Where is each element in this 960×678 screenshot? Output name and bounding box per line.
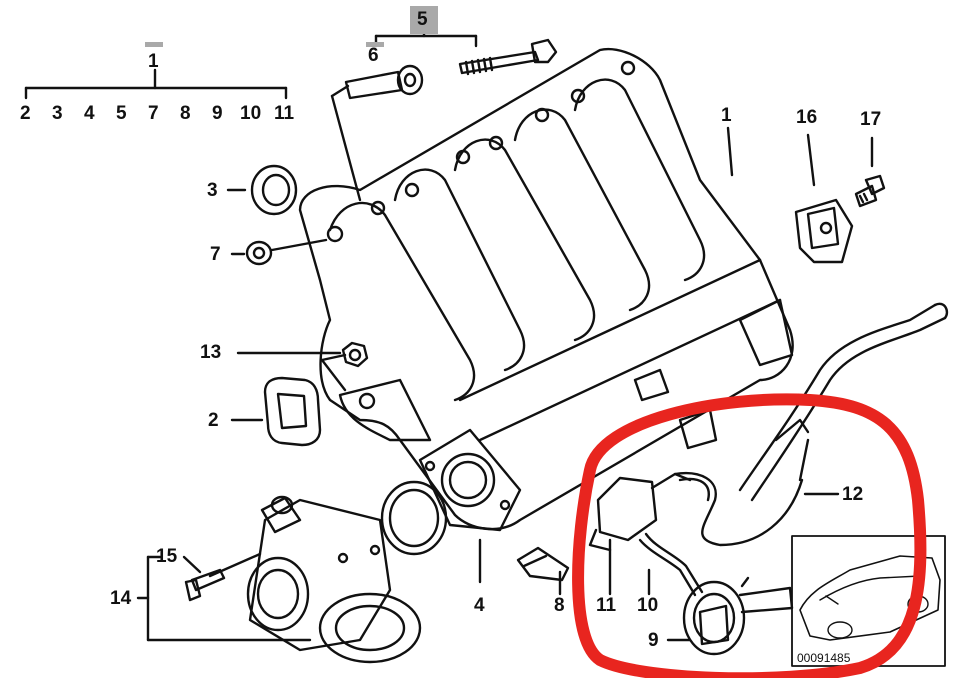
vehicle-inset	[791, 535, 946, 667]
callout-12: 12	[842, 484, 864, 505]
tag-6-gray	[366, 42, 384, 47]
callout-7: 7	[210, 244, 221, 265]
seal-ring-3	[250, 164, 298, 216]
callout-1-top: 1	[148, 51, 159, 72]
callout-13: 13	[200, 342, 222, 363]
callout-4: 4	[474, 595, 485, 616]
o-ring-4	[380, 480, 448, 556]
sleeve	[344, 64, 424, 100]
callout-2: 2	[208, 410, 219, 431]
callout-row-8: 8	[180, 103, 191, 124]
solenoid-valve	[588, 472, 692, 552]
callout-15: 15	[156, 546, 178, 567]
egr-valve-14	[246, 495, 422, 664]
callout-17: 17	[860, 109, 882, 130]
screw-17	[854, 174, 886, 208]
long-bolt	[458, 38, 558, 76]
callout-row-7: 7	[148, 103, 159, 124]
callout-row-3: 3	[52, 103, 63, 124]
callout-row-2: 2	[20, 103, 31, 124]
callout-1-right: 1	[721, 105, 732, 126]
gasket-2	[263, 376, 322, 447]
sensor-bracket-16	[794, 198, 854, 264]
nut-7	[245, 240, 273, 266]
nut-13	[341, 341, 369, 368]
callout-3: 3	[207, 180, 218, 201]
callout-row-9: 9	[212, 103, 223, 124]
callout-row-11: 11	[274, 103, 295, 124]
callout-11: 11	[596, 595, 617, 616]
callout-9: 9	[648, 630, 659, 651]
tag-5-gray	[410, 6, 438, 34]
callout-bracket-1	[24, 68, 288, 100]
intake-manifold	[298, 47, 794, 532]
callout-8: 8	[554, 595, 565, 616]
highlight-circle	[572, 393, 927, 678]
callout-row-5: 5	[116, 103, 127, 124]
vacuum-unit-9	[682, 576, 794, 656]
image-code: 00091485	[797, 651, 851, 665]
callout-row-10: 10	[240, 103, 262, 124]
vacuum-hose	[638, 302, 949, 597]
callout-6: 6	[368, 45, 379, 66]
leader-lines	[136, 84, 874, 642]
callout-10: 10	[637, 595, 659, 616]
callout-16: 16	[796, 107, 818, 128]
tag-1-gray	[145, 42, 163, 47]
bolt-15	[184, 568, 226, 602]
callout-14: 14	[110, 588, 132, 609]
callout-row-4: 4	[84, 103, 95, 124]
clip-8	[516, 546, 570, 582]
callout-5: 5	[417, 9, 428, 30]
